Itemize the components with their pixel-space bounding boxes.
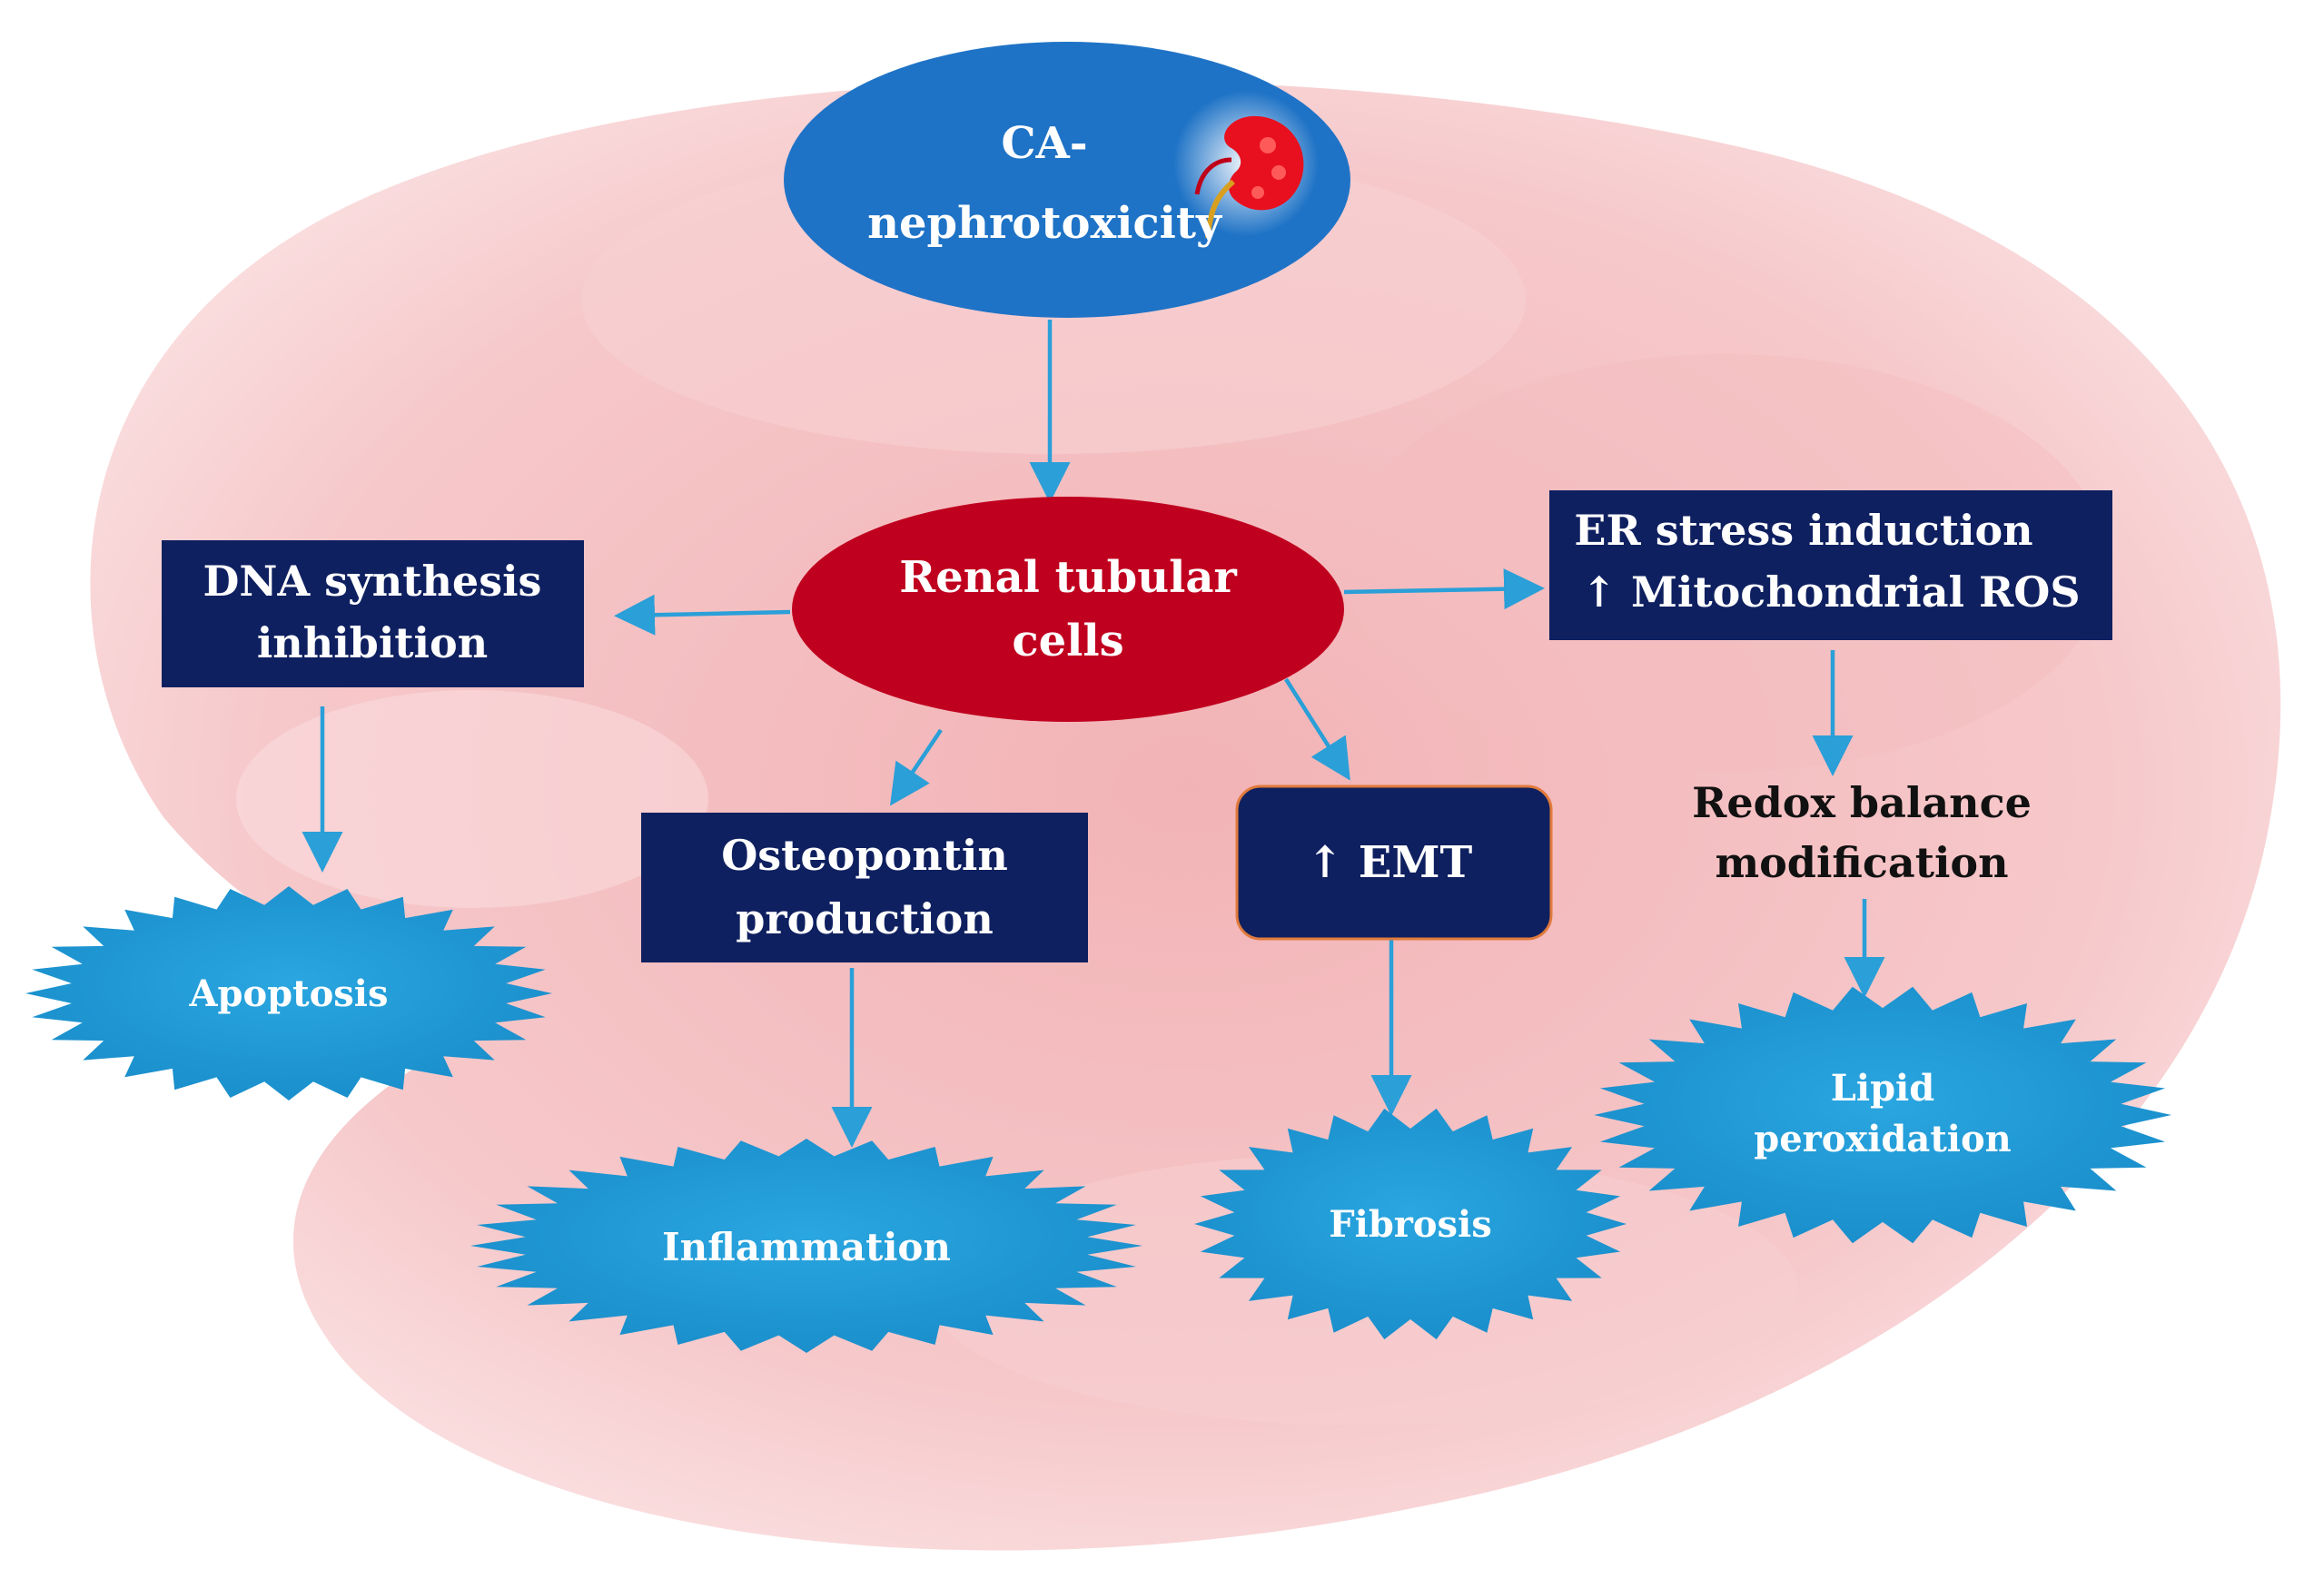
node-ca-nephrotoxicity: CA- nephrotoxicity [784,42,1350,318]
outcome-apoptosis: Apoptosis [25,886,552,1100]
node-dna-line2: inhibition [257,618,488,667]
node-osteopontin-production: Osteopontin production [641,813,1088,962]
node-dna-synthesis-inhibition: DNA synthesis inhibition [162,540,584,687]
arrows [302,320,1885,1148]
kidney-icon [1173,91,1319,239]
node-er-line2: ↑ Mitochondrial ROS [1581,567,2080,617]
node-ca-line1: CA- [1001,118,1087,169]
node-redox-balance: Redox balance modification [1692,778,2032,887]
outcome-lipid-line1: Lipid [1831,1067,1934,1110]
outcome-apoptosis-label: Apoptosis [188,972,388,1015]
arrow-center-to-er [1343,568,1545,610]
node-emt: ↑ EMT [1235,785,1553,941]
node-renal-tubular-cells: Renal tubular cells [792,497,1344,722]
node-redox-line1: Redox balance [1692,778,2032,827]
node-renal-line1: Renal tubular [899,552,1237,603]
node-renal-line2: cells [1012,616,1123,666]
arrow-center-to-osteo [889,728,943,806]
node-er-stress: ER stress induction ↑ Mitochondrial ROS [1549,490,2112,640]
outcome-fibrosis: Fibrosis [1194,1108,1627,1340]
arrow-center-to-emt [1284,677,1350,781]
node-ca-line2: nephrotoxicity [867,198,1223,249]
node-redox-line2: modification [1715,838,2008,887]
outcome-fibrosis-label: Fibrosis [1329,1203,1492,1246]
node-dna-line1: DNA synthesis [203,557,542,606]
node-osteo-line2: production [736,894,994,943]
outcome-lipid-line2: peroxidation [1754,1118,2012,1160]
outcome-inflammation-label: Inflammation [662,1225,951,1269]
outcome-inflammation: Inflammation [470,1139,1142,1353]
arrow-center-to-dna [614,594,791,636]
outcome-lipid-peroxidation: Lipid peroxidation [1594,986,2171,1244]
node-emt-label: ↑ EMT [1307,837,1473,888]
node-osteo-line1: Osteopontin [721,831,1008,880]
node-er-line1: ER stress induction [1574,506,2032,555]
